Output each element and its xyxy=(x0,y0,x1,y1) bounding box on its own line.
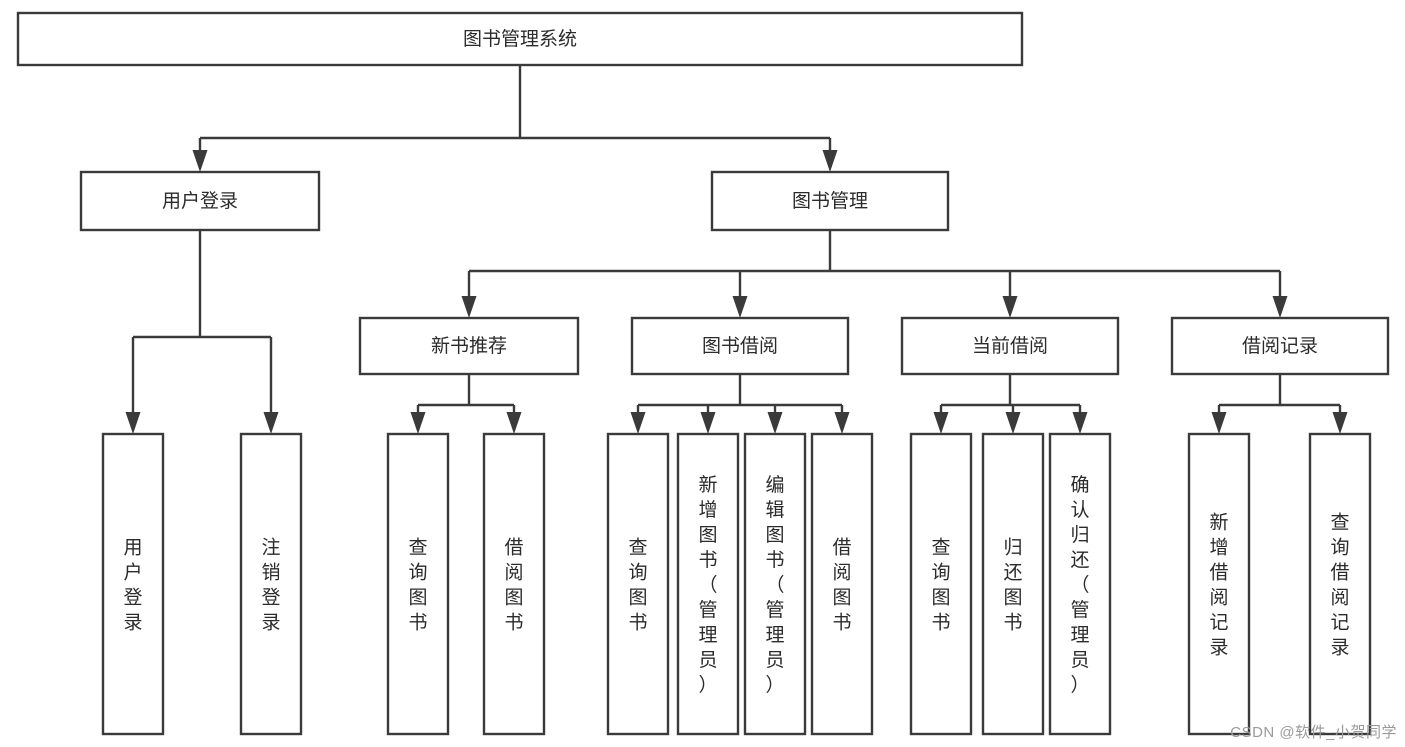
connector-current-to-leaf-9-arrowhead xyxy=(933,412,949,434)
node-label-bookmgmt: 图书管理 xyxy=(792,190,868,212)
node-label-leaf-10: 归还图书 xyxy=(1003,537,1022,634)
node-box-leaf-10 xyxy=(981,432,1045,736)
node-box-leaf-5 xyxy=(606,432,670,736)
node-borrow[interactable]: 图书借阅 xyxy=(630,316,850,376)
connector-borrow-to-leaf-8-arrowhead xyxy=(834,412,850,434)
node-leaf-5[interactable]: 查询图书 xyxy=(606,432,670,736)
node-label-root: 图书管理系统 xyxy=(463,28,577,50)
node-leaf-7[interactable]: 编辑图书（管理员） xyxy=(743,432,807,736)
connector-layer xyxy=(125,65,1348,434)
node-label-leaf-4: 借阅图书 xyxy=(504,537,523,634)
node-box-newbook xyxy=(358,316,580,376)
node-login[interactable]: 用户登录 xyxy=(79,170,321,232)
connector-root-to-login-arrowhead xyxy=(192,150,208,172)
node-leaf-6[interactable]: 新增图书（管理员） xyxy=(676,432,740,736)
node-box-leaf-7 xyxy=(743,432,807,736)
node-box-current xyxy=(900,316,1120,376)
connector-bookmgmt-to-newbook-arrowhead xyxy=(461,296,477,318)
connector-bookmgmt-to-record-arrowhead xyxy=(1272,296,1288,318)
node-label-leaf-8: 借阅图书 xyxy=(832,537,851,634)
node-layer: 图书管理系统用户登录图书管理新书推荐图书借阅当前借阅借阅记录用户登录注销登录查询… xyxy=(16,11,1390,736)
connector-bookmgmt-to-borrow-arrowhead xyxy=(732,296,748,318)
node-box-leaf-6 xyxy=(676,432,740,736)
node-leaf-2[interactable]: 注销登录 xyxy=(239,432,303,736)
node-label-leaf-7: 编辑图书（管理员） xyxy=(765,474,784,696)
node-box-leaf-12 xyxy=(1187,432,1251,736)
connector-root-to-bookmgmt-arrowhead xyxy=(822,150,838,172)
node-leaf-3[interactable]: 查询图书 xyxy=(386,432,450,736)
connector-login-to-leaf-1-arrowhead xyxy=(125,412,141,434)
node-box-borrow xyxy=(630,316,850,376)
node-label-leaf-1: 用户登录 xyxy=(123,538,142,634)
node-box-leaf-8 xyxy=(810,432,874,736)
node-newbook[interactable]: 新书推荐 xyxy=(358,316,580,376)
connector-borrow-to-leaf-5-arrowhead xyxy=(630,412,646,434)
connector-bookmgmt-to-current-arrowhead xyxy=(1002,296,1018,318)
node-label-leaf-3: 查询图书 xyxy=(408,537,427,634)
node-bookmgmt[interactable]: 图书管理 xyxy=(710,170,950,232)
watermark-text: CSDN @软件_小贺同学 xyxy=(1230,724,1397,741)
node-label-leaf-9: 查询图书 xyxy=(931,537,950,634)
node-leaf-8[interactable]: 借阅图书 xyxy=(810,432,874,736)
node-leaf-4[interactable]: 借阅图书 xyxy=(482,432,546,736)
node-leaf-12[interactable]: 新增借阅记录 xyxy=(1187,432,1251,736)
node-box-root xyxy=(16,11,1024,67)
node-leaf-13[interactable]: 查询借阅记录 xyxy=(1308,432,1372,736)
node-label-leaf-2: 注销登录 xyxy=(261,537,280,634)
connector-current-to-leaf-10-arrowhead xyxy=(1005,412,1021,434)
node-box-leaf-2 xyxy=(239,432,303,736)
connector-borrow-to-leaf-6-arrowhead xyxy=(700,412,716,434)
node-label-leaf-12: 新增借阅记录 xyxy=(1209,512,1228,659)
node-box-leaf-3 xyxy=(386,432,450,736)
node-box-leaf-11 xyxy=(1048,432,1112,736)
node-root[interactable]: 图书管理系统 xyxy=(16,11,1024,67)
connector-current-to-leaf-11-arrowhead xyxy=(1072,412,1088,434)
node-label-record: 借阅记录 xyxy=(1242,335,1318,357)
node-box-bookmgmt xyxy=(710,170,950,232)
node-box-record xyxy=(1170,316,1390,376)
node-label-leaf-6: 新增图书（管理员） xyxy=(698,474,717,696)
connector-record-to-leaf-13-arrowhead xyxy=(1332,412,1348,434)
connector-borrow-to-leaf-7-arrowhead xyxy=(767,412,783,434)
node-box-leaf-13 xyxy=(1308,432,1372,736)
node-label-leaf-11: 确认归还（管理员） xyxy=(1070,474,1089,696)
node-box-leaf-1 xyxy=(101,432,165,736)
node-box-leaf-4 xyxy=(482,432,546,736)
node-box-login xyxy=(79,170,321,232)
node-leaf-11[interactable]: 确认归还（管理员） xyxy=(1048,432,1112,736)
node-label-newbook: 新书推荐 xyxy=(431,335,507,357)
connector-record-to-leaf-12-arrowhead xyxy=(1211,412,1227,434)
connector-login-to-leaf-2-arrowhead xyxy=(263,412,279,434)
connector-newbook-to-leaf-3-arrowhead xyxy=(410,412,426,434)
node-leaf-9[interactable]: 查询图书 xyxy=(909,432,973,736)
node-label-borrow: 图书借阅 xyxy=(702,335,778,357)
node-leaf-1[interactable]: 用户登录 xyxy=(101,432,165,736)
node-leaf-10[interactable]: 归还图书 xyxy=(981,432,1045,736)
node-current[interactable]: 当前借阅 xyxy=(900,316,1120,376)
node-record[interactable]: 借阅记录 xyxy=(1170,316,1390,376)
node-label-current: 当前借阅 xyxy=(972,335,1048,357)
connector-newbook-to-leaf-4-arrowhead xyxy=(506,412,522,434)
node-label-login: 用户登录 xyxy=(162,190,238,212)
node-box-leaf-9 xyxy=(909,432,973,736)
node-label-leaf-5: 查询图书 xyxy=(628,537,647,634)
node-label-leaf-13: 查询借阅记录 xyxy=(1330,512,1349,659)
